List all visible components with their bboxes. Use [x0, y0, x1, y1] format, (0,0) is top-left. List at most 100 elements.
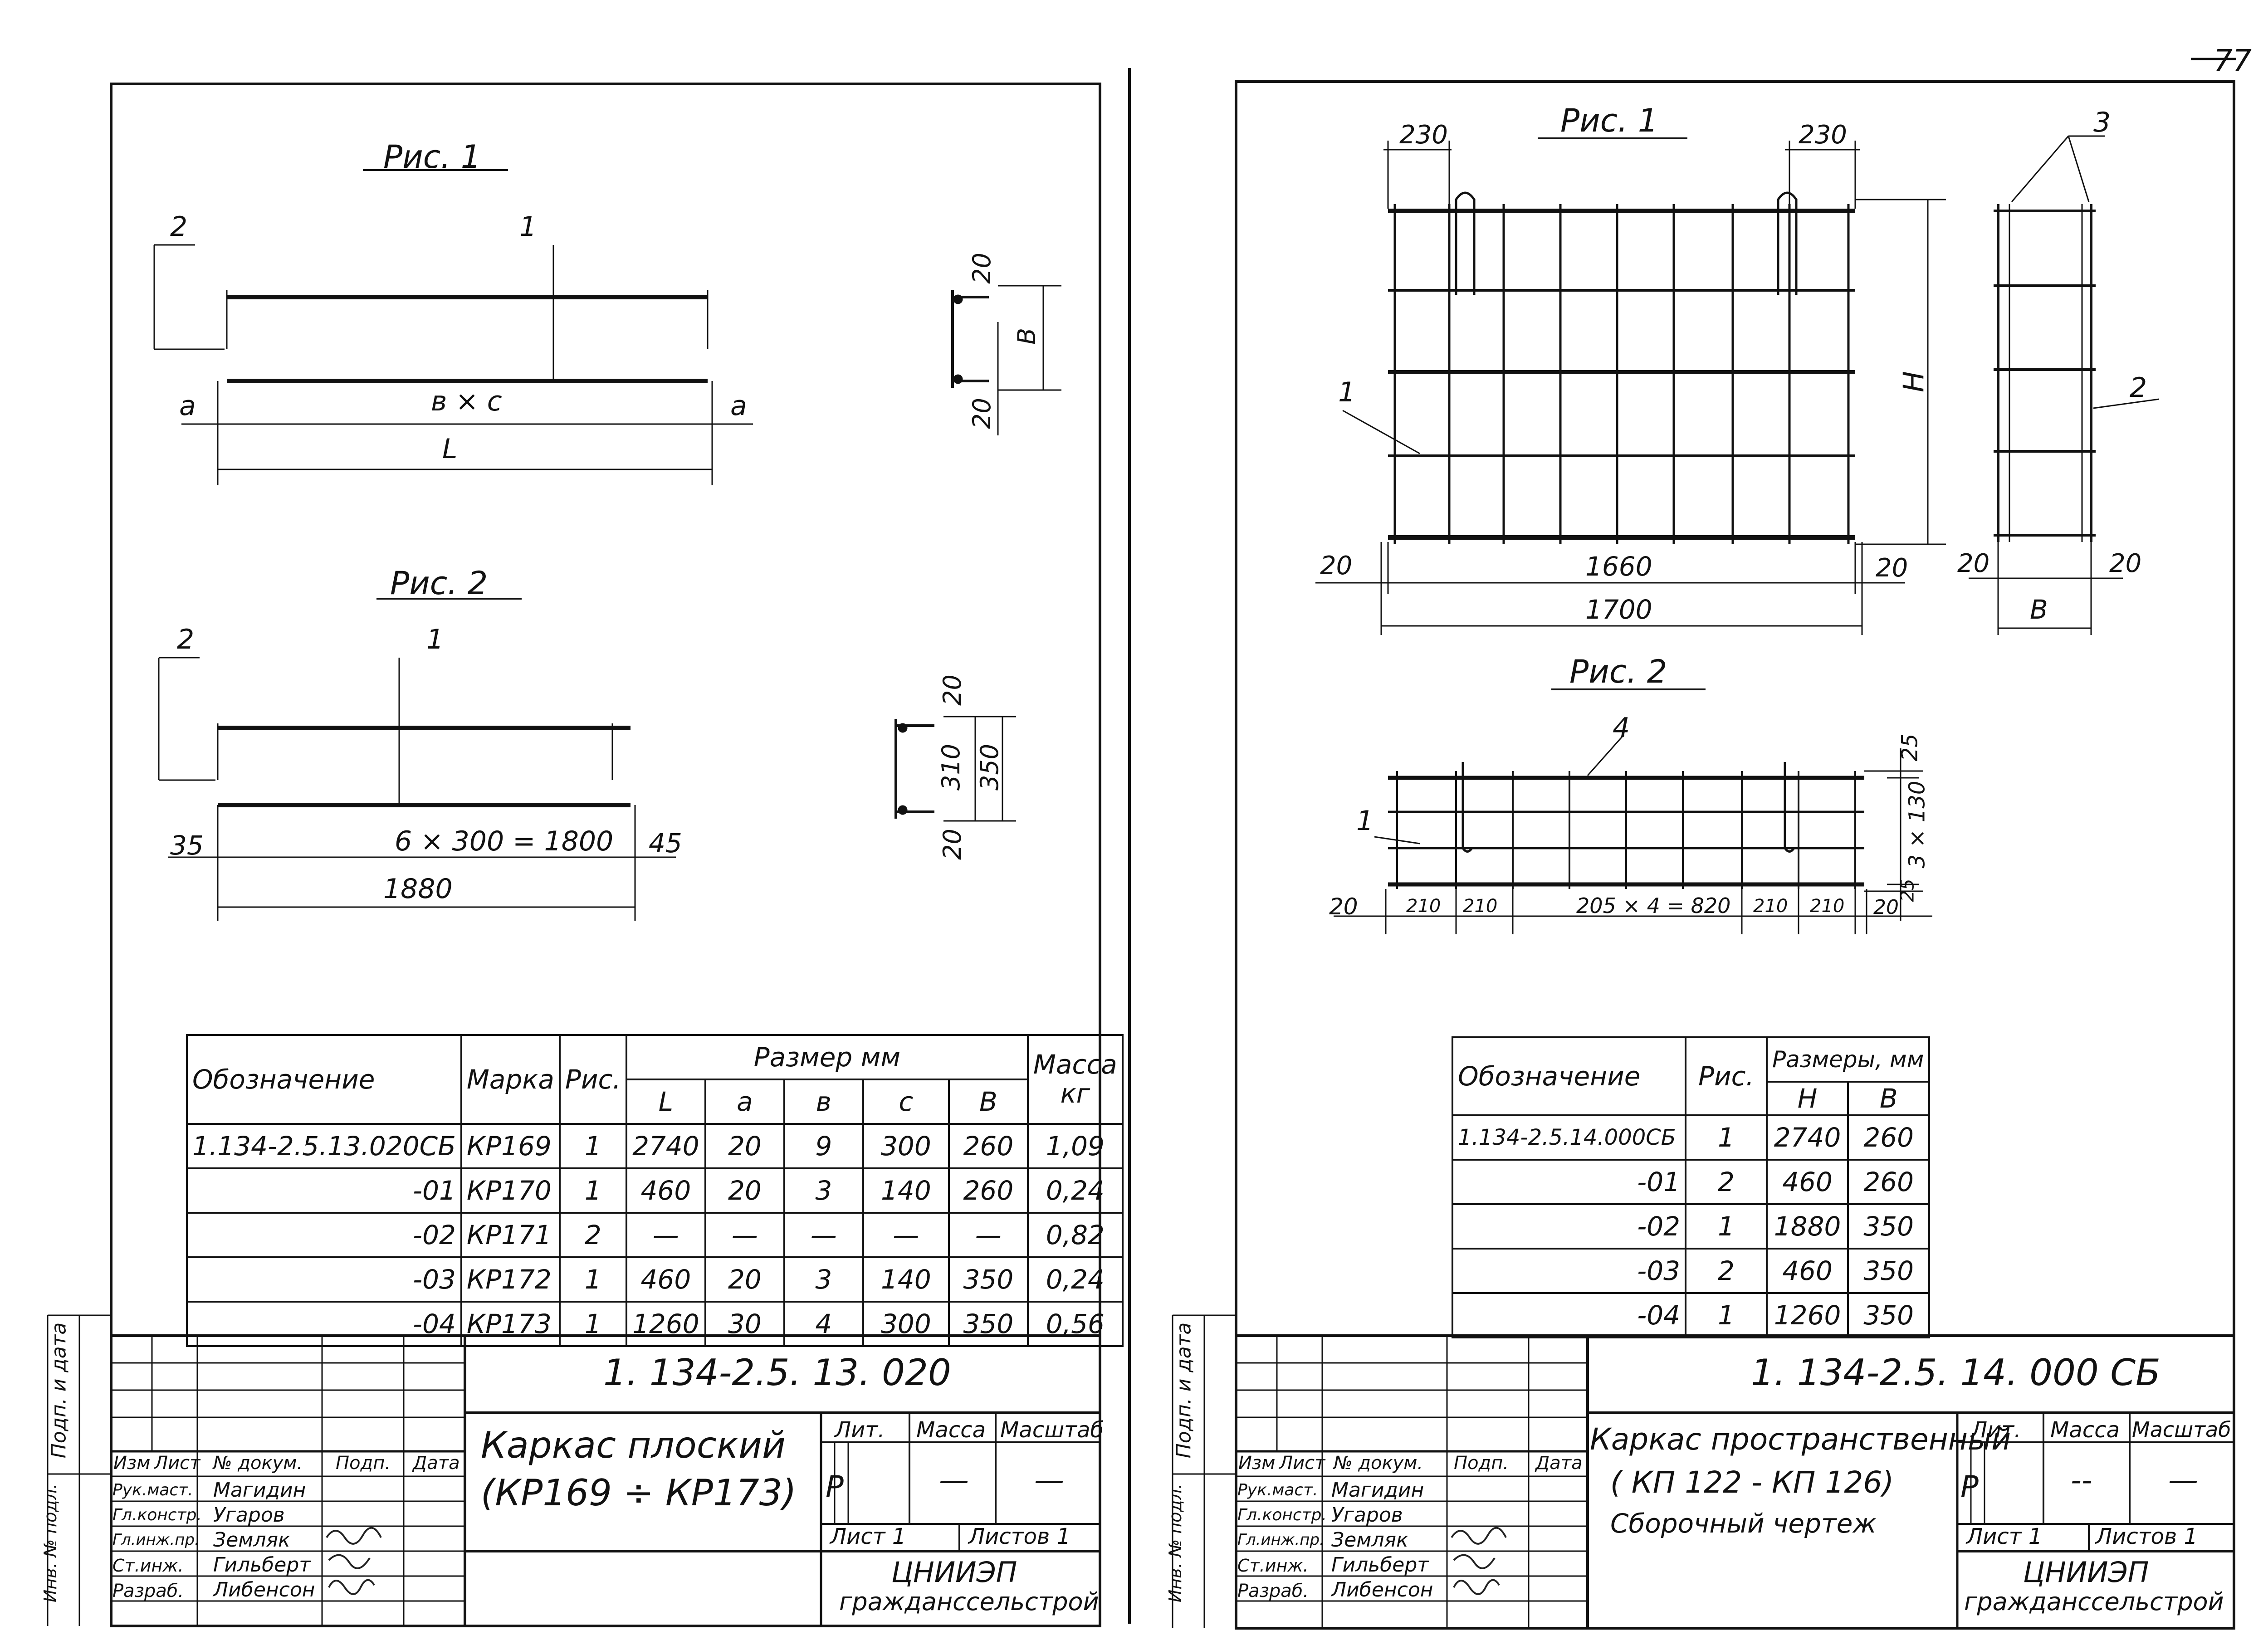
cell: КР170 — [460, 1167, 561, 1214]
cell: 140 — [862, 1256, 950, 1303]
cell: 0,82 — [1026, 1212, 1124, 1258]
table-row: -03 КР172 1 460 20 3 140 350 0,24 — [186, 1256, 1124, 1303]
cell: 1260 — [625, 1301, 706, 1347]
cell: 460 — [1765, 1159, 1849, 1205]
left-stamp-h-doc: № докум. — [213, 1453, 303, 1474]
th-fig: Рис. — [1685, 1036, 1768, 1116]
right-spec-table: Обозначение Рис. Размеры, мм H B 1.134-2… — [1452, 1036, 1931, 1338]
cell: 300 — [862, 1123, 950, 1169]
left-fig2-dim-end-left: 35 — [170, 830, 204, 861]
right-stamp-name-2: Земляк — [1331, 1528, 1408, 1552]
right-fig1-side-width: B — [2030, 594, 2048, 625]
cell: 350 — [1847, 1203, 1931, 1250]
th-fig: Рис. — [558, 1034, 627, 1125]
right-stamp-scale: — — [2168, 1463, 2198, 1498]
left-stamp-role-2: Гл.инж.пр. — [112, 1531, 200, 1549]
right-fig2-bottom-1: 210 — [1406, 896, 1441, 917]
cell: 1 — [1685, 1114, 1768, 1161]
left-fig1-dim-a-left: a — [179, 390, 196, 422]
right-stamp-h-lit: Лит. — [1971, 1417, 2021, 1443]
th-sub-l: L — [625, 1079, 706, 1125]
left-stamp-name-3: Гильберт — [213, 1553, 311, 1577]
left-stamp-role-3: Ст.инж. — [112, 1556, 184, 1576]
cell: 2740 — [625, 1123, 706, 1169]
right-stamp-lit: Р — [1960, 1469, 1979, 1504]
right-stamp-h-sign: Подп. — [1454, 1453, 1509, 1474]
right-stamp-h-mass: Масса — [2050, 1417, 2120, 1443]
cell: 1 — [558, 1256, 627, 1303]
cell: 1 — [558, 1167, 627, 1214]
cell: -01 — [1452, 1159, 1686, 1205]
table-row: -02 КР171 2 — — — — — 0,82 — [186, 1212, 1124, 1258]
left-stamp-role-4: Разраб. — [112, 1581, 184, 1601]
right-fig1-title: Рис. 1 — [1560, 102, 1658, 139]
cell: КР169 — [460, 1123, 561, 1169]
right-fig1-side-dim-right: 20 — [2109, 549, 2142, 578]
right-fig2-callout-1: 1 — [1356, 805, 1374, 837]
table-row: -01 КР170 1 460 20 3 140 260 0,24 — [186, 1167, 1124, 1214]
cell: 300 — [862, 1301, 950, 1347]
cell: 260 — [948, 1123, 1029, 1169]
cell: 30 — [704, 1301, 785, 1347]
right-fig2-bottom-2: 210 — [1463, 896, 1498, 917]
right-fig1-callout-3: 3 — [2093, 107, 2111, 138]
right-stamp-role-1: Гл.констр. — [1237, 1506, 1327, 1524]
right-stamp-mass: -- — [2071, 1463, 2092, 1498]
left-stamp-code: 1. 134-2.5. 13. 020 — [603, 1352, 951, 1394]
table-row: 1.134-2.5.13.020СБ КР169 1 2740 20 9 300… — [186, 1123, 1124, 1169]
right-stamp-role-4: Разраб. — [1237, 1581, 1309, 1601]
th-mark: Марка — [460, 1034, 561, 1125]
right-stamp-org2: гражданссельстрой — [1964, 1587, 2224, 1616]
left-stamp-name-1: Угаров — [213, 1503, 285, 1527]
cell: 1,09 — [1026, 1123, 1124, 1169]
cell: -01 — [186, 1167, 462, 1214]
cell: 260 — [1847, 1159, 1931, 1205]
th-sub-v: в — [783, 1079, 864, 1125]
cell: -02 — [1452, 1203, 1686, 1250]
cell: 2 — [558, 1212, 627, 1258]
right-stamp-h-scale: Масштаб — [2132, 1417, 2231, 1442]
right-fig1-callout-2: 2 — [2130, 372, 2147, 404]
right-fig2-bottom-3: 205 × 4 = 820 — [1576, 893, 1731, 918]
cell: 350 — [1847, 1292, 1931, 1338]
cell: 1 — [1685, 1203, 1768, 1250]
left-stamp-role-0: Рук.маст. — [112, 1481, 193, 1499]
right-fig2-callout-4: 4 — [1613, 712, 1630, 744]
cell: 1 — [558, 1301, 627, 1347]
table-row: -02 1 1880 350 — [1452, 1203, 1931, 1250]
left-stamp-mass: — — [939, 1463, 969, 1498]
left-stamp-h-list: Лист — [154, 1453, 200, 1474]
cell: 140 — [862, 1167, 950, 1214]
cell: 20 — [704, 1167, 785, 1214]
left-stamp-name-0: Магидин — [213, 1479, 306, 1502]
cell: -04 — [1452, 1292, 1686, 1338]
cell: 0,24 — [1026, 1256, 1124, 1303]
left-stamp-scale: — — [1034, 1463, 1064, 1498]
cell: — — [783, 1212, 864, 1258]
left-stamp-org1: ЦНИИЭП — [891, 1556, 1017, 1589]
th-mass: Масса кг — [1026, 1034, 1124, 1125]
left-stamp-h-izm: Изм — [113, 1453, 151, 1474]
th-sub-c: с — [862, 1079, 950, 1125]
cell: 1880 — [1765, 1203, 1849, 1250]
cell: 350 — [1847, 1248, 1931, 1294]
cell: 20 — [704, 1123, 785, 1169]
th-designation: Обозначение — [1452, 1036, 1686, 1116]
left-fig1-dim-a-right: a — [730, 390, 747, 422]
cell: КР173 — [460, 1301, 561, 1347]
right-stamp-h-date: Дата — [1535, 1453, 1583, 1474]
left-fig1-callout-2: 2 — [170, 211, 188, 243]
left-fig1-dim-span: в × с — [431, 386, 502, 417]
right-fig2-bottom-6: 20 — [1873, 896, 1899, 919]
right-fig1-dim-230-right: 230 — [1799, 120, 1847, 150]
left-stamp-org2: гражданссельстрой — [839, 1587, 1099, 1616]
cell: 350 — [948, 1256, 1029, 1303]
cell: 350 — [948, 1301, 1029, 1347]
right-fig2-title: Рис. 2 — [1569, 653, 1667, 690]
right-stamp-role-0: Рук.маст. — [1237, 1481, 1318, 1499]
th-designation: Обозначение — [186, 1034, 462, 1125]
cell: 2 — [1685, 1159, 1768, 1205]
right-fig1-side-dim-left: 20 — [1957, 549, 1990, 578]
cell: КР171 — [460, 1212, 561, 1258]
right-stamp-name-0: Магидин — [1331, 1479, 1424, 1502]
